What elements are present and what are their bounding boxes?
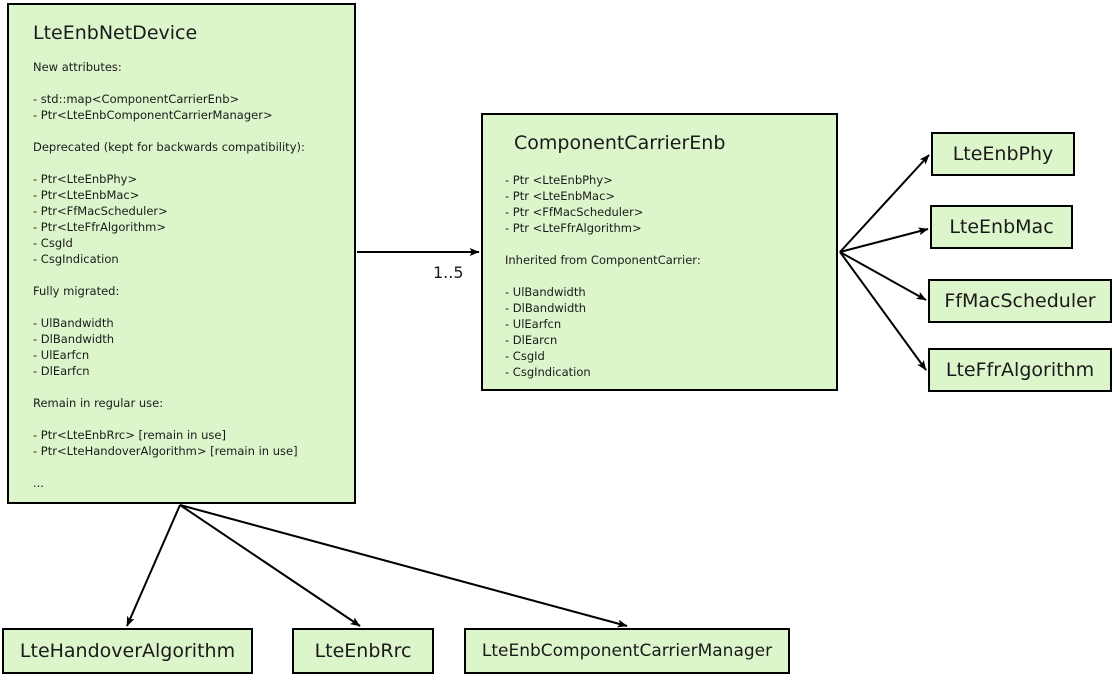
attribute-line: - Ptr<LteEnbMac> xyxy=(33,188,140,202)
edge-componentcarrier-to-ffmacscheduler xyxy=(839,251,927,301)
attribute-line: - Ptr <LteEnbPhy> xyxy=(505,173,613,187)
class-box-lte-enb-rrc[interactable]: LteEnbRrc xyxy=(292,628,434,674)
attribute-line: - Ptr<LteEnbPhy> xyxy=(33,172,138,186)
attribute-line: - CsgId xyxy=(505,349,545,363)
class-title-lte-enb-rrc: LteEnbRrc xyxy=(314,640,412,662)
class-title-lte-enb-mac: LteEnbMac xyxy=(949,216,1054,238)
attribute-spacer xyxy=(33,123,346,139)
class-box-lte-enb-phy[interactable]: LteEnbPhy xyxy=(931,132,1075,176)
attribute-line: - Ptr<LteEnbComponentCarrierManager> xyxy=(33,108,273,122)
attribute-spacer xyxy=(33,411,346,427)
attribute-line: ... xyxy=(33,476,44,490)
class-box-component-carrier-enb[interactable]: ComponentCarrierEnb - Ptr <LteEnbPhy>- P… xyxy=(481,113,838,391)
attribute-spacer xyxy=(33,379,346,395)
class-title-component-carrier-enb: ComponentCarrierEnb xyxy=(514,132,726,154)
attribute-line: - std::map<ComponentCarrierEnb> xyxy=(33,92,240,106)
attribute-spacer xyxy=(33,267,346,283)
class-box-lte-handover-algorithm[interactable]: LteHandoverAlgorithm xyxy=(2,628,253,674)
attribute-line: - Ptr<LteHandoverAlgorithm> [remain in u… xyxy=(33,444,298,458)
class-attributes-lte-enb-net-device: New attributes: - std::map<ComponentCarr… xyxy=(33,59,346,491)
class-title-lte-enb-component-carrier-manager: LteEnbComponentCarrierManager xyxy=(481,641,773,661)
attribute-spacer xyxy=(505,236,828,252)
attribute-line: Remain in regular use: xyxy=(33,396,164,410)
attribute-line: - Ptr <FfMacScheduler> xyxy=(505,205,644,219)
attribute-line: New attributes: xyxy=(33,60,122,74)
attribute-spacer xyxy=(33,75,346,91)
class-box-lte-enb-mac[interactable]: LteEnbMac xyxy=(930,205,1073,249)
attribute-line: - Ptr<FfMacScheduler> xyxy=(33,204,168,218)
attribute-spacer xyxy=(33,459,346,475)
class-title-lte-handover-algorithm: LteHandoverAlgorithm xyxy=(19,640,236,662)
edge-netdevice-to-lteenbrrc xyxy=(179,504,361,627)
attribute-line: - UlEarfcn xyxy=(33,348,90,362)
attribute-line: - CsgIndication xyxy=(505,365,591,379)
class-box-lte-enb-net-device[interactable]: LteEnbNetDevice New attributes: - std::m… xyxy=(7,3,356,504)
attribute-line: - UlEarfcn xyxy=(505,317,562,331)
class-title-lte-ffr-algorithm: LteFfrAlgorithm xyxy=(945,359,1095,381)
attribute-spacer xyxy=(33,155,346,171)
edge-netdevice-to-lteenbcomponentcarriermanager xyxy=(179,504,628,628)
attribute-line: - Ptr <LteFfrAlgorithm> xyxy=(505,221,642,235)
class-box-lte-ffr-algorithm[interactable]: LteFfrAlgorithm xyxy=(928,348,1112,392)
attribute-line: - DlEarcn xyxy=(505,333,558,347)
edge-componentcarrier-to-lteffralgorithm xyxy=(839,251,927,371)
attribute-line: Deprecated (kept for backwards compatibi… xyxy=(33,140,305,154)
edge-multiplicity-label: 1..5 xyxy=(433,263,464,282)
attribute-line: - Ptr<LteFfrAlgorithm> xyxy=(33,220,166,234)
class-title-lte-enb-net-device: LteEnbNetDevice xyxy=(33,22,198,44)
edge-componentcarrier-to-lteenbmac xyxy=(839,227,929,253)
attribute-line: - DlEarfcn xyxy=(33,364,90,378)
class-attributes-component-carrier-enb: - Ptr <LteEnbPhy> - Ptr <LteEnbMac> - Ptr … xyxy=(505,172,828,380)
attribute-line: - UlBandwidth xyxy=(505,285,586,299)
attribute-line: - DlBandwidth xyxy=(505,301,587,315)
edge-componentcarrier-to-lteenbphy xyxy=(839,154,930,253)
class-title-ff-mac-scheduler: FfMacScheduler xyxy=(944,290,1096,312)
attribute-line: - Ptr <LteEnbMac> xyxy=(505,189,616,203)
attribute-spacer xyxy=(505,268,828,284)
attribute-line: - Ptr<LteEnbRrc> [remain in use] xyxy=(33,428,226,442)
attribute-line: - DlBandwidth xyxy=(33,332,115,346)
attribute-line: - UlBandwidth xyxy=(33,316,114,330)
class-box-lte-enb-component-carrier-manager[interactable]: LteEnbComponentCarrierManager xyxy=(464,628,790,674)
attribute-spacer xyxy=(33,299,346,315)
attribute-line: Inherited from ComponentCarrier: xyxy=(505,253,701,267)
class-box-ff-mac-scheduler[interactable]: FfMacScheduler xyxy=(928,279,1112,323)
attribute-line: - CsgIndication xyxy=(33,252,119,266)
edge-netdevice-to-ltehandoveralgorithm xyxy=(126,504,181,627)
attribute-line: Fully migrated: xyxy=(33,284,120,298)
attribute-line: - CsgId xyxy=(33,236,73,250)
class-title-lte-enb-phy: LteEnbPhy xyxy=(952,143,1054,165)
